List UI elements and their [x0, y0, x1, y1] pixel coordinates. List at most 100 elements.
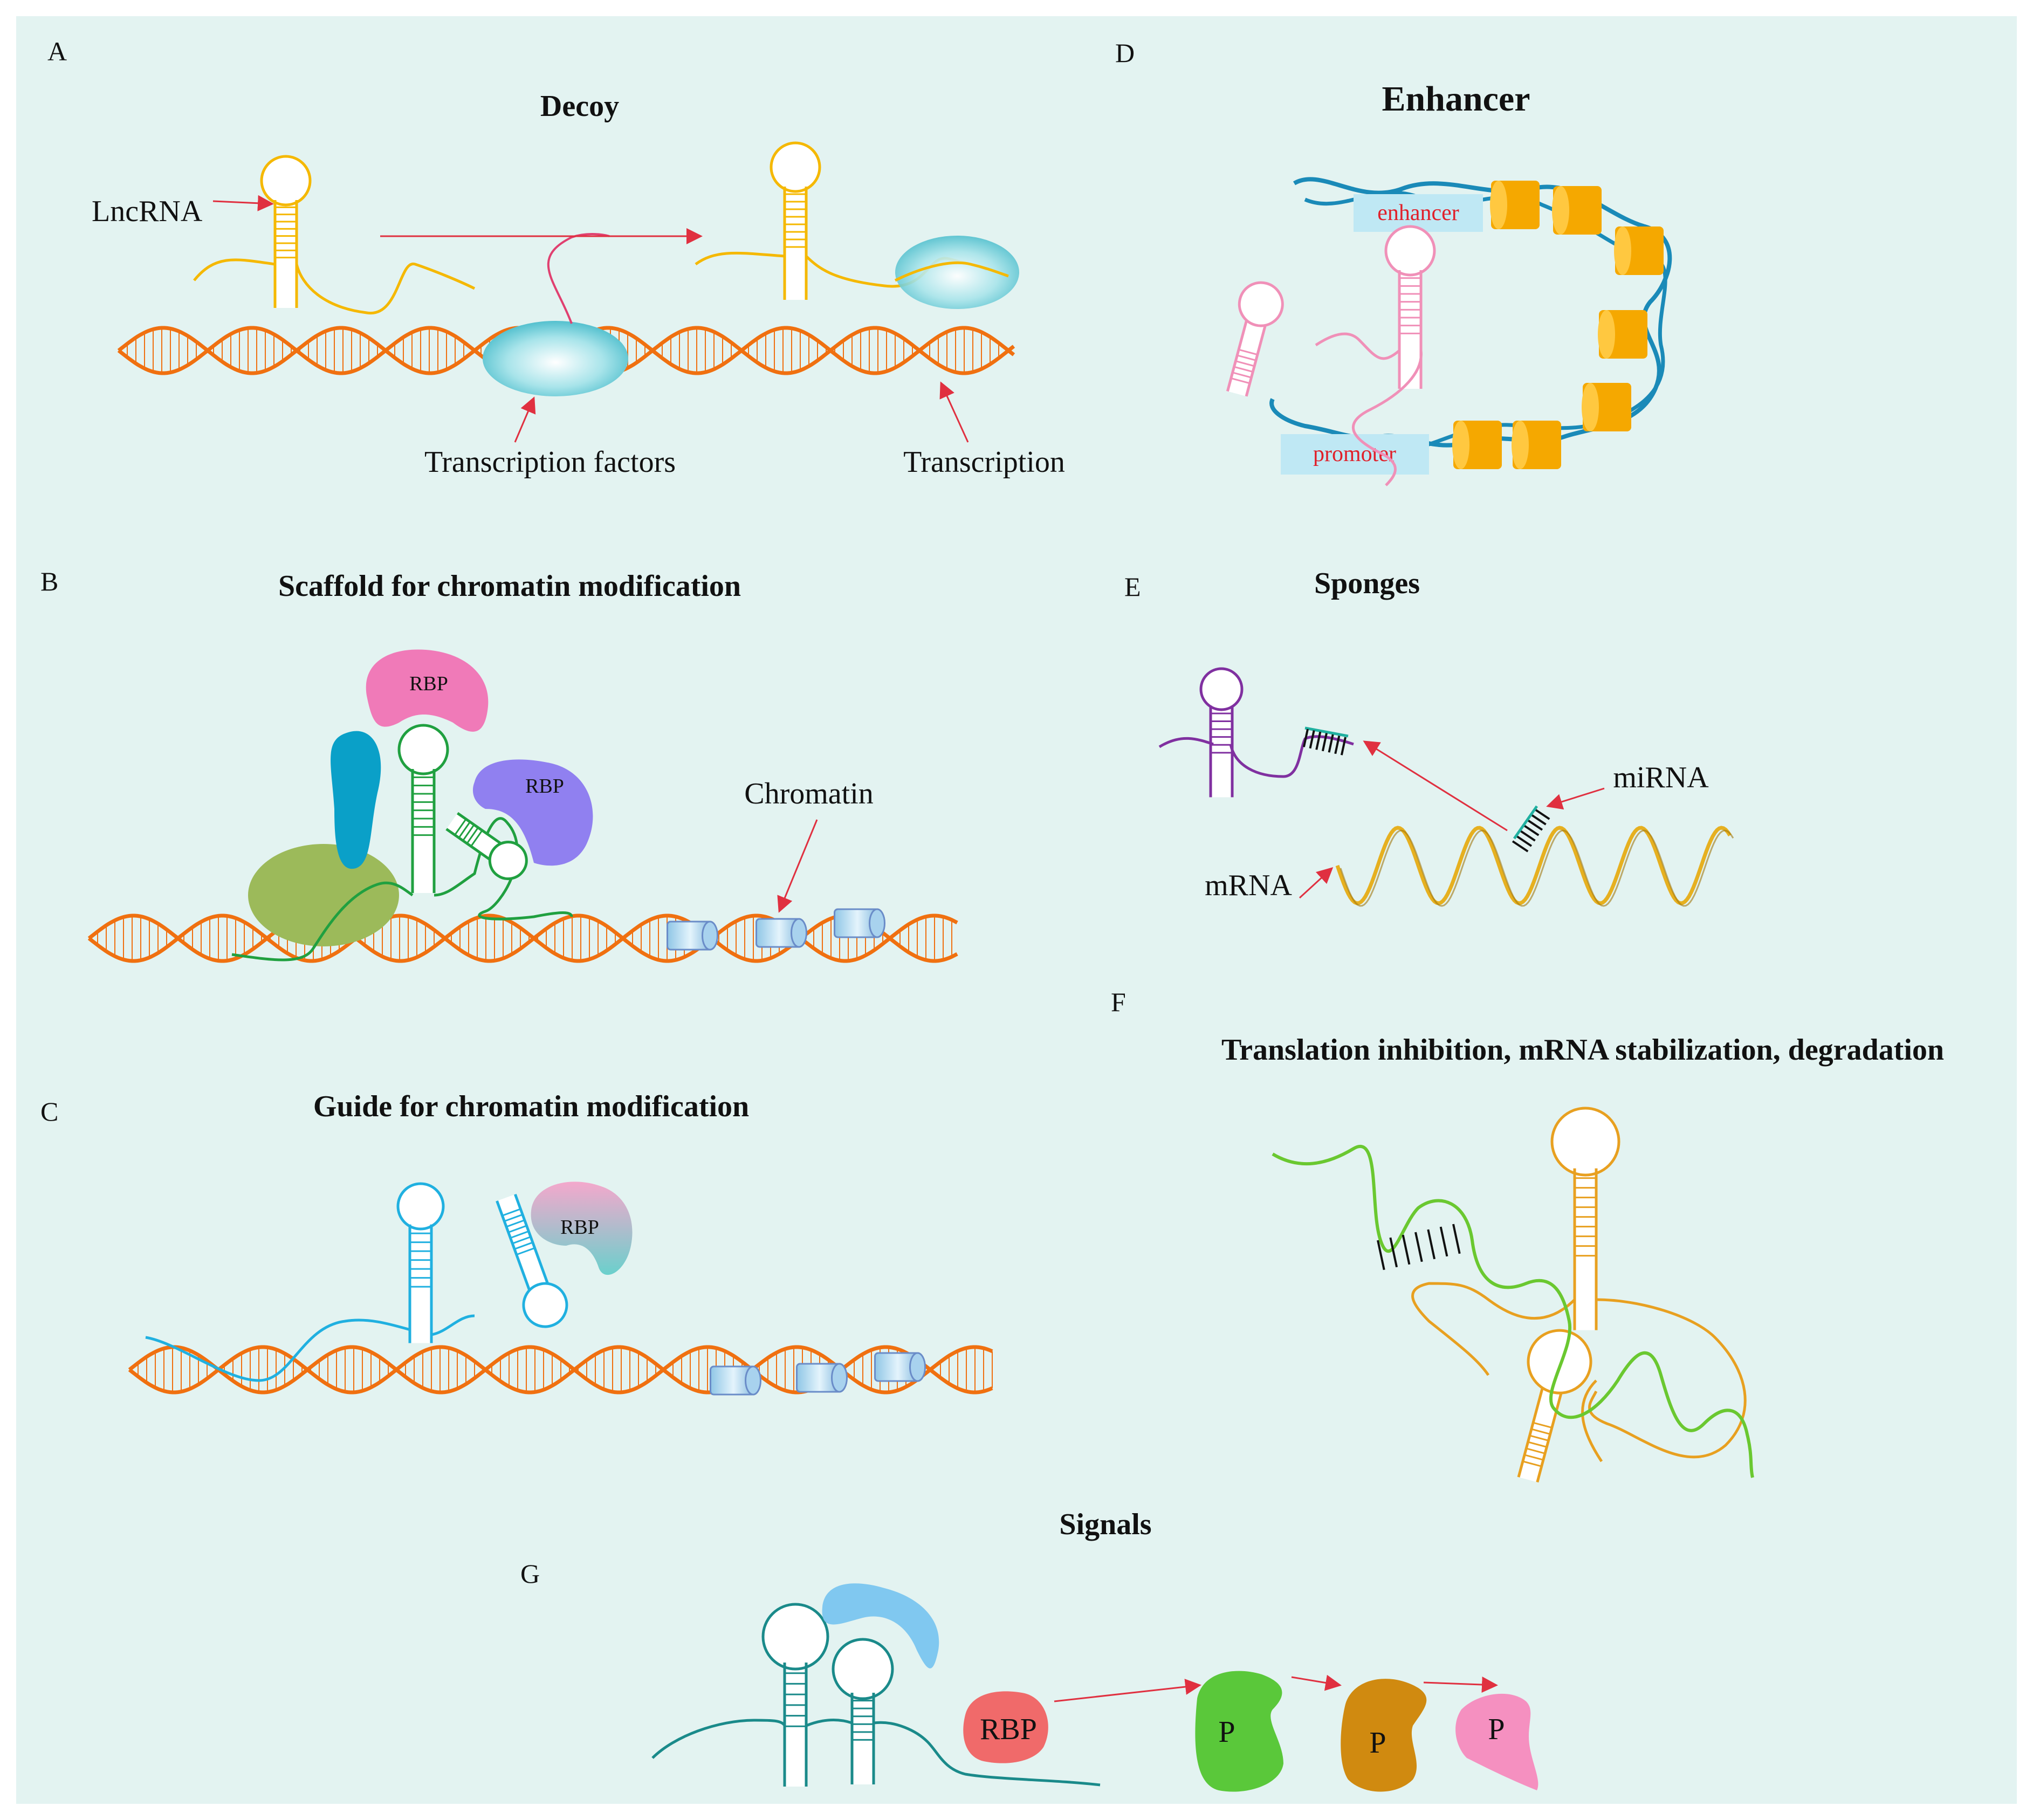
guide-strand [145, 1314, 475, 1382]
base-pair-rung [1321, 733, 1328, 752]
nucleosome-c-1 [710, 1365, 761, 1396]
tf-label: Transcription factors [424, 445, 676, 479]
hairpin-stem-top [514, 1193, 550, 1286]
hairpin-stem-fill [852, 1693, 874, 1784]
panel-d: D Enhancer enhancer promoter [1115, 38, 1672, 486]
hairpin-stem-fill [1519, 1383, 1563, 1482]
hairpin-rung [508, 1225, 527, 1233]
nucleosome-d-1 [1490, 181, 1540, 229]
panel-b-letter: B [40, 566, 58, 596]
protein-complex-green [248, 844, 399, 946]
signal-arrow-1 [1054, 1679, 1201, 1702]
panel-d-letter: D [1115, 38, 1135, 68]
nucleosome-d-3 [1614, 226, 1664, 275]
panel-c-letter: C [40, 1096, 58, 1127]
nucleosome-face [791, 918, 807, 948]
rbp-violet-label: RBP [525, 775, 564, 798]
hairpin-rung [1234, 366, 1253, 373]
hairpin-rung [1528, 1441, 1547, 1448]
base-pair-rung [1315, 731, 1322, 750]
hairpin-loop [396, 1182, 445, 1231]
hairpin-rung [504, 1213, 523, 1223]
panel-f-title: Translation inhibition, mRNA stabilizati… [1221, 1033, 1944, 1067]
nucleosome-b-1 [667, 921, 718, 951]
f-duplex-rungs [1377, 1224, 1461, 1270]
panel-c: C Guide for chromatin modification RBP [40, 1090, 993, 1396]
base-pair-rung [1377, 1240, 1385, 1270]
promoter-box [1281, 434, 1429, 475]
nucleosome-d-6 [1512, 421, 1561, 469]
base-pair-rung [1533, 808, 1550, 820]
hairpin-loop [761, 1603, 829, 1671]
hairpin-loop [397, 724, 449, 775]
dna-strand-1 [87, 914, 958, 963]
chromatin-label: Chromatin [744, 777, 874, 811]
base-pair-rung [1302, 729, 1309, 747]
signal-arrow-3 [1423, 1677, 1498, 1693]
free-mirna-strand [1513, 805, 1539, 840]
scaffold-hairpin-side [445, 812, 528, 881]
guide-hairpin-angled [496, 1193, 568, 1328]
transcription-factor-bound [483, 321, 628, 396]
transcription-pointer-arrow [939, 381, 969, 443]
nucleosome-face [1452, 421, 1469, 469]
free-mirna-rungs [1512, 808, 1550, 853]
lncrna-hairpin-right [770, 141, 821, 300]
hairpin-rotated-body [1226, 281, 1284, 397]
mrna-wave-shadow [1340, 829, 1734, 907]
nucleosome-d-5 [1582, 383, 1631, 431]
hairpin-stem-fill [785, 187, 806, 300]
signal-hairpin-1 [761, 1603, 829, 1787]
hairpin-rung [1531, 1428, 1551, 1435]
hairpin-rung [502, 1208, 521, 1217]
panel-g-title: Signals [1059, 1508, 1151, 1541]
hairpin-stem-fill [1211, 705, 1232, 798]
hairpin-stem-fill [785, 1663, 806, 1787]
sponge-arrow [1363, 740, 1508, 832]
hairpin-rung [510, 1230, 529, 1239]
f-lncrna-tail [1581, 1379, 1603, 1462]
hairpin-rung [470, 830, 483, 847]
panel-b: B Scaffold for chromatin modification RB… [40, 566, 958, 963]
lncrna-strand-through-tf [894, 261, 1009, 282]
base-pair-rung [1340, 737, 1347, 756]
base-pair-rung [1414, 1232, 1423, 1262]
base-pair-rung [1512, 840, 1529, 853]
nucleosome-face [1582, 383, 1599, 431]
signal-bound-protein [822, 1583, 939, 1668]
nucleosome-c-2 [796, 1363, 848, 1393]
chromatin-pointer-arrow [777, 819, 818, 913]
signal-lncrna-strand [651, 1719, 1101, 1787]
base-pair-rung [1402, 1234, 1411, 1265]
rbp-c-label: RBP [560, 1216, 599, 1239]
base-pair-rung [1309, 730, 1315, 749]
lncrna-label: LncRNA [92, 195, 203, 228]
sponge-bound-rungs [1302, 729, 1347, 756]
hairpin-rotated-body [1517, 1329, 1592, 1483]
nucleosome-face [1512, 421, 1529, 469]
panel-b-title: Scaffold for chromatin modification [278, 569, 741, 603]
hairpin-rung [462, 824, 475, 841]
hairpin-loop [260, 155, 312, 207]
p-brown-shape [1341, 1679, 1427, 1792]
hairpin-loop [770, 141, 821, 193]
hairpin-loop [1550, 1107, 1620, 1177]
signal-hairpin-2 [832, 1638, 894, 1784]
base-pair-rung [1334, 736, 1341, 754]
base-pair-rung [1519, 829, 1536, 842]
hairpin-stem-fill [1575, 1168, 1596, 1330]
hairpin-rung [1522, 1460, 1542, 1467]
signal-rbp-label: RBP [980, 1713, 1037, 1746]
hairpin-loop [1238, 281, 1284, 327]
panel-d-title: Enhancer [1382, 79, 1530, 119]
hairpin-loop [1199, 667, 1244, 711]
tf-pointer-arrow [514, 396, 536, 443]
nucleosome-face [869, 908, 885, 938]
mrna-pointer-arrow [1299, 867, 1334, 899]
enhancer-lncrna-side-hairpin [1226, 281, 1284, 397]
hairpin-rung [512, 1236, 531, 1245]
signal-arrow-2 [1291, 1674, 1342, 1691]
hairpin-rung [1232, 372, 1252, 379]
panel-g-letter: G [520, 1558, 540, 1589]
base-pair-rung [1522, 824, 1540, 836]
